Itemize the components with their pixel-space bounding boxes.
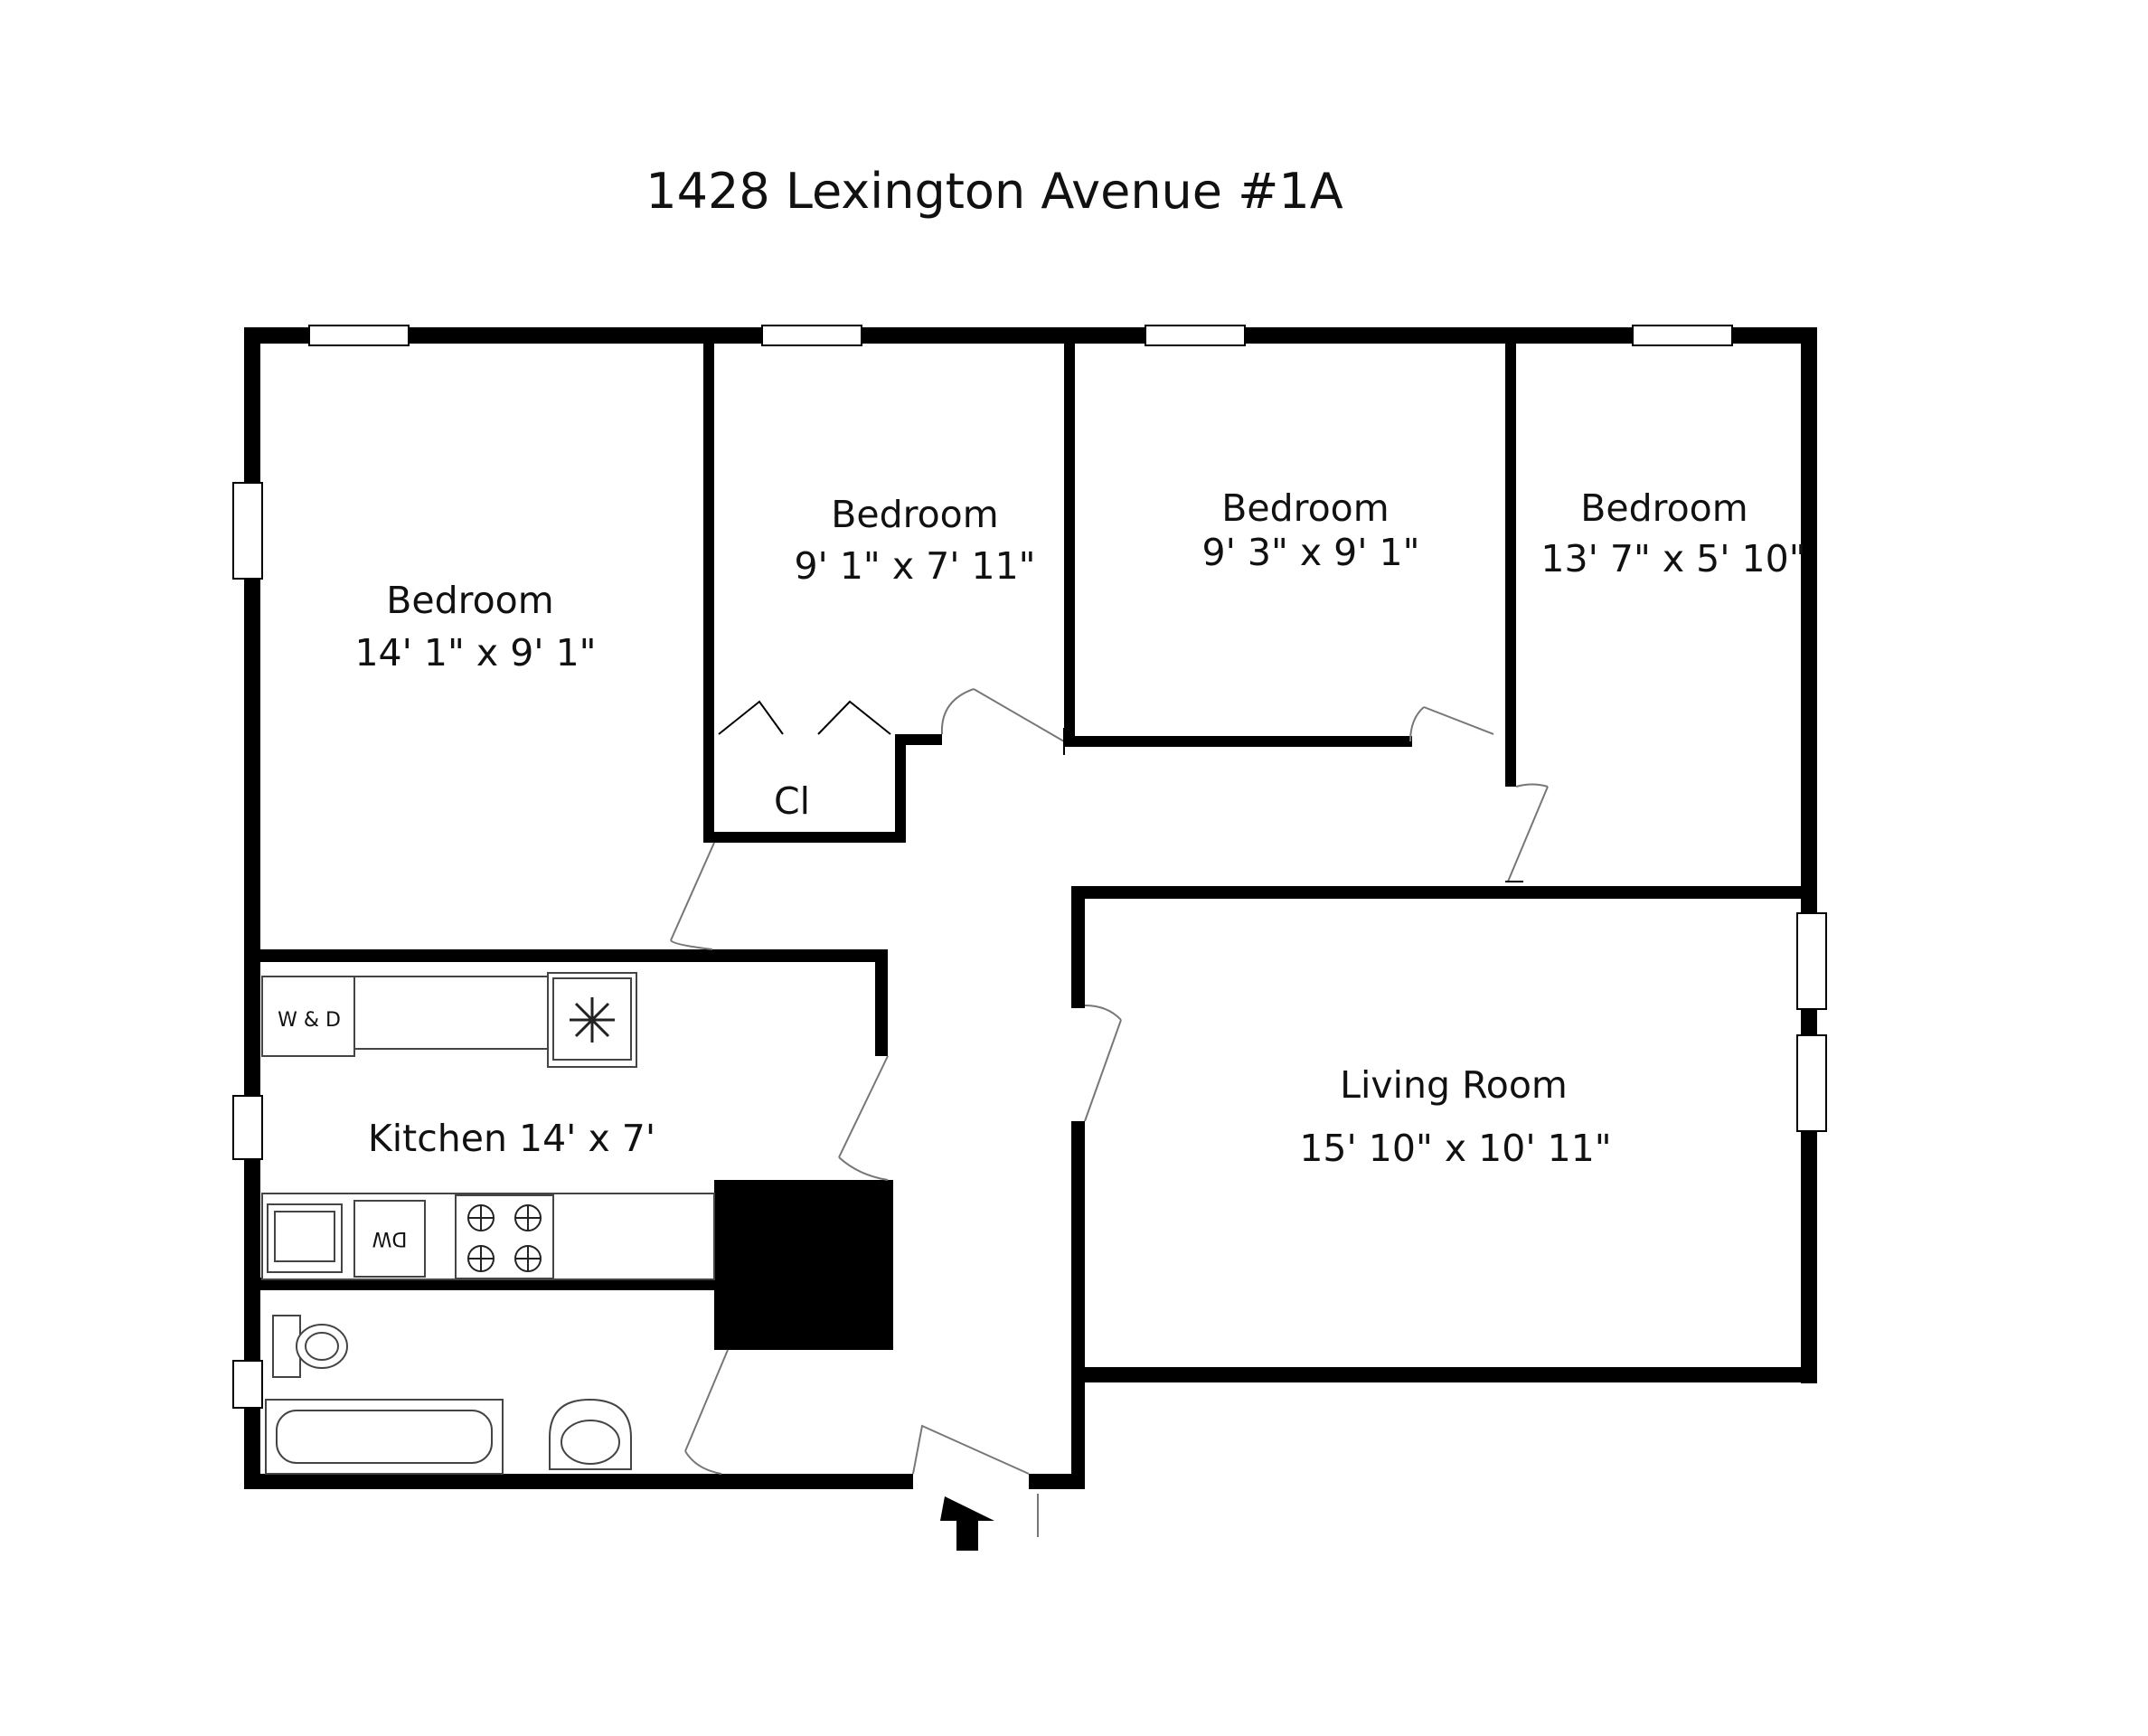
- window: [1632, 325, 1733, 346]
- kitchen-label: Kitchen 14' x 7': [368, 1117, 655, 1160]
- door-bedroom-4: [1507, 783, 1549, 882]
- closet-doors: [718, 700, 891, 735]
- windows: [232, 325, 1827, 1409]
- bathroom-fixtures: [265, 1315, 632, 1475]
- bedroom-4-size: 13' 7" x 5' 10": [1540, 537, 1805, 580]
- snowflake-icon: [570, 997, 615, 1043]
- living-room-size: 15' 10" x 10' 11": [1299, 1127, 1611, 1170]
- bedroom-4-name: Bedroom: [1580, 486, 1748, 530]
- plan-title: 1428 Lexington Avenue #1A: [645, 163, 1342, 220]
- window: [1796, 1034, 1827, 1132]
- window: [232, 482, 263, 580]
- dishwasher: [353, 1200, 426, 1278]
- interior-walls: [244, 344, 1817, 1350]
- door-bedroom-1: [670, 842, 715, 950]
- bedroom-3-name: Bedroom: [1221, 486, 1389, 530]
- doors: [670, 688, 1549, 1537]
- bedroom-3-size: 9' 3" x 9' 1": [1202, 531, 1420, 574]
- burner-icons: [467, 1204, 542, 1272]
- door-bathroom: [684, 1349, 729, 1475]
- window: [1145, 325, 1246, 346]
- toilet: [272, 1315, 348, 1378]
- door-entry: [912, 1424, 1030, 1475]
- window: [761, 325, 862, 346]
- bedroom-1-name: Bedroom: [386, 579, 553, 622]
- bathtub: [265, 1399, 504, 1475]
- window: [308, 325, 410, 346]
- door-kitchen: [838, 1055, 889, 1181]
- living-room-name: Living Room: [1340, 1063, 1568, 1107]
- bedroom-2-size: 9' 1" x 7' 11": [794, 544, 1035, 588]
- entry-arrow-icon: [940, 1496, 994, 1551]
- window: [1796, 912, 1827, 1010]
- door-bedroom-3: [1409, 706, 1494, 742]
- window: [232, 1095, 263, 1160]
- door-living-room: [1084, 1005, 1122, 1122]
- kitchen-fixtures: [261, 972, 715, 1280]
- window: [232, 1360, 263, 1409]
- bath-sink: [549, 1398, 632, 1470]
- dishwasher-label: DW: [372, 1227, 407, 1250]
- bedroom-1-size: 14' 1" x 9' 1": [354, 631, 596, 675]
- bedroom-2-name: Bedroom: [831, 493, 998, 536]
- door-bedroom-2: [940, 688, 1065, 742]
- washer-dryer-label: W & D: [278, 1009, 341, 1032]
- closet-label: Cl: [774, 779, 810, 823]
